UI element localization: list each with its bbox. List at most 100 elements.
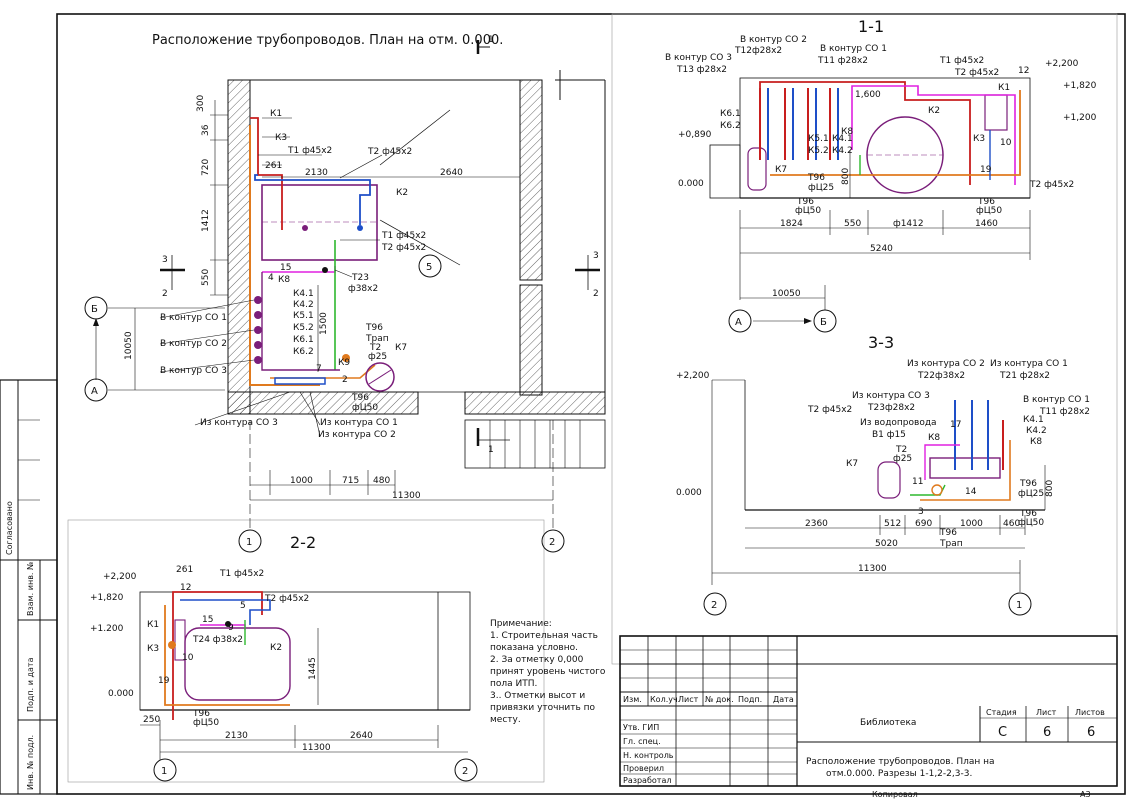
- s33-dim-460: 460: [1003, 519, 1020, 529]
- plan-label-4: 4: [268, 273, 274, 283]
- pipe-t1-section22: [172, 591, 263, 720]
- s33-label-k8: К8: [928, 433, 940, 443]
- plan-label-out1: Из контура СО 1: [320, 418, 398, 428]
- valve-k52: [254, 326, 262, 334]
- s11-label-k7: К7: [775, 165, 787, 175]
- s33-label-out2: Из контура СО 2: [907, 359, 985, 369]
- plan-label-out3: Из контура СО 3: [200, 418, 278, 428]
- plan-label-261: 261: [265, 161, 282, 171]
- s33-axis-2-label: 2: [711, 600, 717, 611]
- notes: Примечание: 1. Строительная часть показа…: [490, 619, 606, 725]
- s33-label-f25b: фЦ25: [1018, 489, 1044, 499]
- s11-label-in2: В контур СО 2: [740, 35, 807, 45]
- s33-label-3: 3: [918, 507, 924, 517]
- s33-axis-1: [1008, 592, 1032, 616]
- notes-line-1: 1. Строительная часть: [490, 631, 598, 641]
- axis-2-plan: [541, 529, 565, 553]
- tank-k2-plan: [261, 184, 378, 261]
- s33-label-t2s: Т2: [895, 445, 907, 455]
- s22-label-5: 5: [240, 601, 246, 611]
- title-block: Изм. Кол.уч. Лист № док. Подп. Дата Утв.…: [619, 635, 1118, 799]
- s11-label-k42: К4.2: [832, 146, 853, 156]
- s33-label-out3: Из контура СО 3: [852, 391, 930, 401]
- plan-label-k51: К5.1: [293, 311, 314, 321]
- s11-label-t96c: Т96: [977, 197, 995, 207]
- s33-axis-1-label: 1: [1016, 600, 1022, 611]
- s33-dim-5020: 5020: [875, 539, 898, 549]
- notes-line-5: пола ИТП.: [490, 679, 537, 689]
- s22-label-261: 261: [176, 565, 193, 575]
- room-number-circle: [418, 254, 442, 278]
- section-2-2: 2-2 +2,200 +1,820 +1.200 0.000 261 Т1 ф4…: [90, 533, 478, 782]
- s22-label-10: 10: [182, 653, 194, 663]
- plan-dim-1500: 1500: [319, 312, 329, 335]
- s11-label-t96: Т96: [807, 173, 825, 183]
- plan-label-t96: Т96: [365, 323, 383, 333]
- s22-dim-2130: 2130: [225, 731, 248, 741]
- s22-axis-1-label: 1: [161, 766, 167, 777]
- s33-label-t96b: Т96: [1019, 509, 1037, 519]
- plan-dim-720: 720: [201, 159, 211, 176]
- s11-axis-b-label: Б: [820, 317, 827, 328]
- inv-orig-label: Инв. № подл.: [26, 735, 35, 790]
- valve-k51: [254, 311, 262, 319]
- valve-k9: [342, 354, 350, 362]
- s33-axis-2: [703, 592, 727, 616]
- s11-label-f25: фЦ25: [808, 183, 834, 193]
- section-3-3: 3-3 +2,200 0.000 Из контура СО 2 Т22ф38х…: [676, 333, 1090, 616]
- s11-label-10: 10: [1000, 138, 1012, 148]
- s11-label-f50b: фЦ50: [976, 206, 1002, 216]
- s22-level-1820: +1,820: [90, 593, 124, 603]
- s33-label-k41: К4.1: [1023, 415, 1044, 425]
- s11-level-1820: +1,820: [1063, 81, 1097, 91]
- s33-label-f25: ф25: [893, 454, 912, 464]
- axis-2-plan-label: 2: [549, 537, 555, 548]
- s11-label-k61: К6.1: [720, 109, 741, 119]
- plan-label-trap: Трап: [365, 334, 389, 344]
- axis-1-plan: [238, 529, 262, 553]
- s22-axis-2: [454, 758, 478, 782]
- pipe-drain-section22: [164, 605, 290, 706]
- sign-date-label: Подп. и дата: [26, 657, 35, 712]
- stamp-title-2: отм.0.000. Разрезы 1-1,2-2,3-3.: [826, 769, 972, 779]
- plan-dim-11300: 11300: [392, 491, 421, 501]
- s11-label-f50: фЦ50: [795, 206, 821, 216]
- axis-a-plan: [84, 378, 108, 402]
- s11-label-t11: Т11 ф28х2: [817, 56, 868, 66]
- plan-dim-300: 300: [196, 95, 206, 112]
- s11-dim-5240: 5240: [870, 244, 893, 254]
- s22-label-15: 15: [202, 615, 213, 625]
- plan-label-t23: Т23: [351, 273, 369, 283]
- stamp-row-spec: Гл. спец.: [623, 737, 661, 746]
- s11-label-k41: К4.1: [832, 134, 853, 144]
- pipe-drain-k7: [270, 364, 376, 379]
- plan-dim-550: 550: [201, 269, 211, 286]
- plan-label-k1: К1: [270, 109, 282, 119]
- s11-dim-1460: 1460: [975, 219, 998, 229]
- s33-dim-2360: 2360: [805, 519, 828, 529]
- notes-line-2: показана условно.: [490, 643, 578, 653]
- plan-label-t1: Т1 ф45х2: [287, 146, 332, 156]
- plan-label-f25: ф25: [368, 352, 387, 362]
- plan-dim-36: 36: [201, 124, 211, 136]
- section-mark-2-right: 2: [593, 289, 599, 299]
- plan-label-in3: В контур СО 3: [160, 366, 227, 376]
- plan-label-out2: Из контура СО 2: [318, 430, 396, 440]
- section22-title: 2-2: [290, 533, 316, 552]
- stamp-row-developed: Разработал: [623, 776, 671, 785]
- s22-label-k1: К1: [147, 620, 159, 630]
- plan-label-t23d: ф38х2: [348, 284, 378, 294]
- notes-heading: Примечание:: [490, 619, 552, 629]
- s11-label-k8: К8: [841, 127, 853, 137]
- s22-level-2200: +2,200: [103, 572, 137, 582]
- plan-label-f50: фЦ50: [352, 403, 378, 413]
- tank-k7-section11: [747, 147, 767, 191]
- s11-label-k62: К6.2: [720, 121, 741, 131]
- plan-label-k9: К9: [338, 358, 350, 368]
- plan-dim-1000: 1000: [290, 476, 313, 486]
- s11-label-k3: К3: [973, 134, 985, 144]
- plan-label-k7: К7: [395, 343, 407, 353]
- plan-label-t2s: Т2: [369, 343, 381, 353]
- notes-line-8: месту.: [490, 715, 521, 725]
